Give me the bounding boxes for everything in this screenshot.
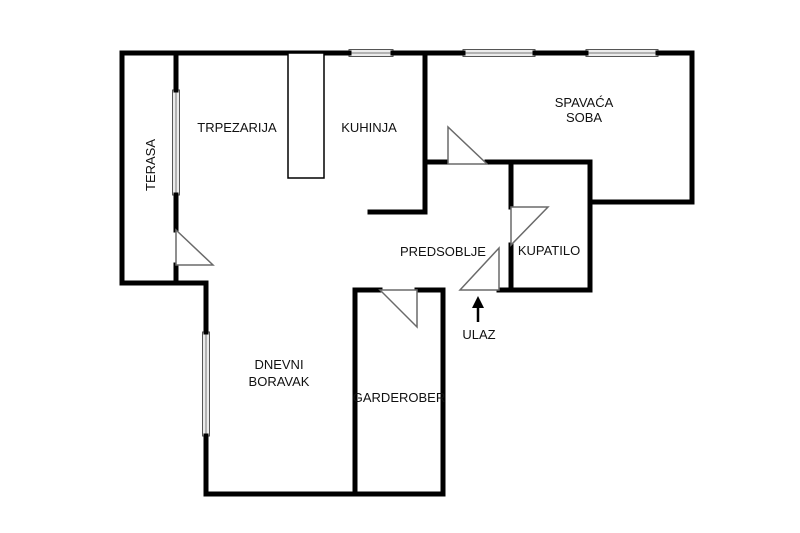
door-wardrobe[interactable] <box>378 289 418 329</box>
label-dnevni-line2: BORAVAK <box>249 374 310 389</box>
window-terrace-side <box>172 89 180 196</box>
label-ulaz: ULAZ <box>462 327 495 342</box>
label-trpezarija: TRPEZARIJA <box>197 120 277 135</box>
walls <box>119 50 695 497</box>
label-spavaca-line2: SOBA <box>566 110 602 125</box>
window-bedroom-top-left <box>462 49 536 57</box>
door-terrace[interactable] <box>175 228 215 266</box>
label-kuhinja: KUHINJA <box>341 120 397 135</box>
window-living-room-side <box>202 331 210 437</box>
room-labels: TERASA TRPEZARIJA KUHINJA SPAVAĆA SOBA P… <box>143 95 614 405</box>
door-bedroom[interactable] <box>447 125 489 165</box>
label-predsoblje: PREDSOBLJE <box>400 244 486 259</box>
entrance-arrow <box>472 296 484 322</box>
label-dnevni-line1: DNEVNI <box>254 357 303 372</box>
kitchen-island <box>287 52 325 179</box>
entrance-arrow-head <box>472 296 484 308</box>
label-garderober: GARDEROBER <box>353 390 445 405</box>
label-kupatilo: KUPATILO <box>518 243 580 258</box>
wall-terrace-outer <box>119 50 209 335</box>
window-kitchen-top <box>348 49 394 57</box>
label-spavaca-line1: SPAVAĆA <box>555 95 614 110</box>
label-terasa: TERASA <box>143 139 158 191</box>
doors <box>175 125 550 329</box>
door-bathroom[interactable] <box>510 206 550 247</box>
windows <box>172 49 659 437</box>
door-entrance[interactable] <box>458 246 500 291</box>
wall-kitchen-partition <box>367 50 428 215</box>
wall-bathroom-right <box>496 159 593 293</box>
window-bedroom-top-right <box>585 49 659 57</box>
